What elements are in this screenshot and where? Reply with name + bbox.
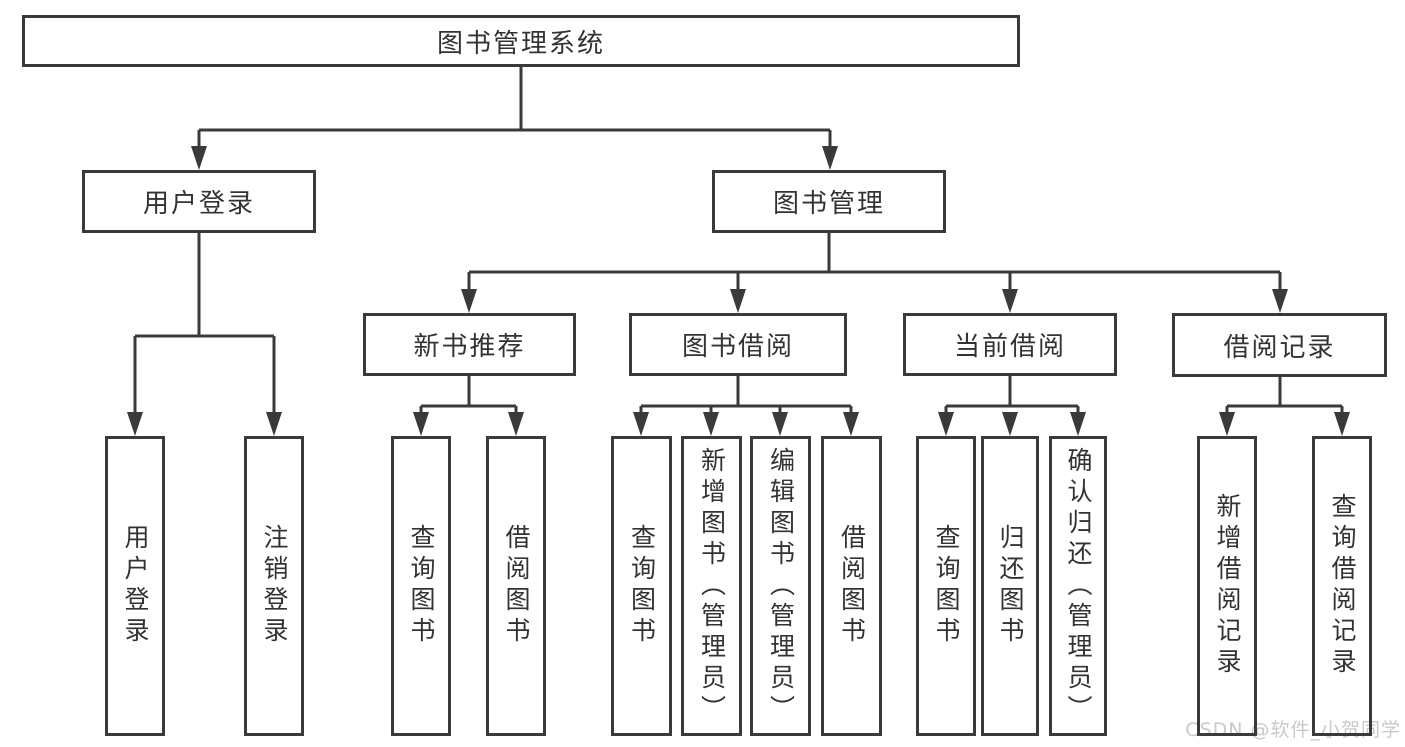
leaf-borrow-add-books-admin: 新增图书（管理员） — [681, 436, 742, 736]
connector-book-borrow-to-leaves — [633, 376, 859, 436]
connector-line — [419, 376, 518, 416]
node-new-book-recommend: 新书推荐 — [363, 313, 576, 376]
leaf-user-login: 用户登录 — [105, 436, 165, 736]
connector-current-borrow-to-leaves — [938, 376, 1086, 436]
arrowhead-down-icon — [938, 412, 954, 436]
connector-line — [1225, 377, 1344, 416]
arrowhead-down-icon — [730, 289, 746, 313]
connector-line — [133, 233, 276, 416]
leaf-records-query-record: 查询借阅记录 — [1312, 436, 1372, 736]
arrowhead-down-icon — [843, 412, 859, 436]
leaf-newbooks-query-books: 查询图书 — [391, 436, 451, 736]
connector-line — [639, 376, 853, 416]
arrowhead-down-icon — [508, 412, 524, 436]
connector-line — [467, 233, 1282, 293]
connector-line — [944, 376, 1080, 416]
arrowhead-down-icon — [1334, 412, 1350, 436]
leaf-borrow-edit-books-admin: 编辑图书（管理员） — [750, 436, 811, 736]
node-borrow-records: 借阅记录 — [1172, 313, 1387, 377]
leaf-borrow-query-books: 查询图书 — [611, 436, 672, 736]
arrowhead-down-icon — [461, 289, 477, 313]
node-current-borrow: 当前借阅 — [903, 313, 1117, 376]
leaf-newbooks-borrow-books: 借阅图书 — [486, 436, 546, 736]
arrowhead-down-icon — [127, 412, 143, 436]
node-user-login: 用户登录 — [82, 170, 316, 233]
node-book-management: 图书管理 — [712, 170, 946, 233]
arrowhead-down-icon — [191, 146, 207, 170]
node-root-system: 图书管理系统 — [22, 15, 1020, 67]
arrowhead-down-icon — [1002, 289, 1018, 313]
leaf-current-query-books: 查询图书 — [916, 436, 976, 736]
arrowhead-down-icon — [1219, 412, 1235, 436]
connector-root-to-level2 — [191, 67, 838, 170]
arrowhead-down-icon — [266, 412, 282, 436]
connector-line — [197, 67, 832, 150]
connector-new-books-to-leaves — [413, 376, 524, 436]
arrowhead-down-icon — [1002, 412, 1018, 436]
arrowhead-down-icon — [703, 412, 719, 436]
connector-borrow-records-to-leaves — [1219, 377, 1350, 436]
node-book-borrow: 图书借阅 — [629, 313, 847, 376]
leaf-borrow-borrow-books: 借阅图书 — [821, 436, 882, 736]
leaf-current-return-books: 归还图书 — [981, 436, 1039, 736]
arrowhead-down-icon — [1272, 289, 1288, 313]
leaf-logout: 注销登录 — [244, 436, 304, 736]
arrowhead-down-icon — [772, 412, 788, 436]
arrowhead-down-icon — [822, 146, 838, 170]
arrowhead-down-icon — [1070, 412, 1086, 436]
connector-user-login-to-leaves — [127, 233, 282, 436]
leaf-current-confirm-return-admin: 确认归还（管理员） — [1049, 436, 1107, 736]
connector-book-management-to-level3 — [461, 233, 1288, 313]
leaf-records-add-record: 新增借阅记录 — [1197, 436, 1257, 736]
arrowhead-down-icon — [413, 412, 429, 436]
arrowhead-down-icon — [633, 412, 649, 436]
